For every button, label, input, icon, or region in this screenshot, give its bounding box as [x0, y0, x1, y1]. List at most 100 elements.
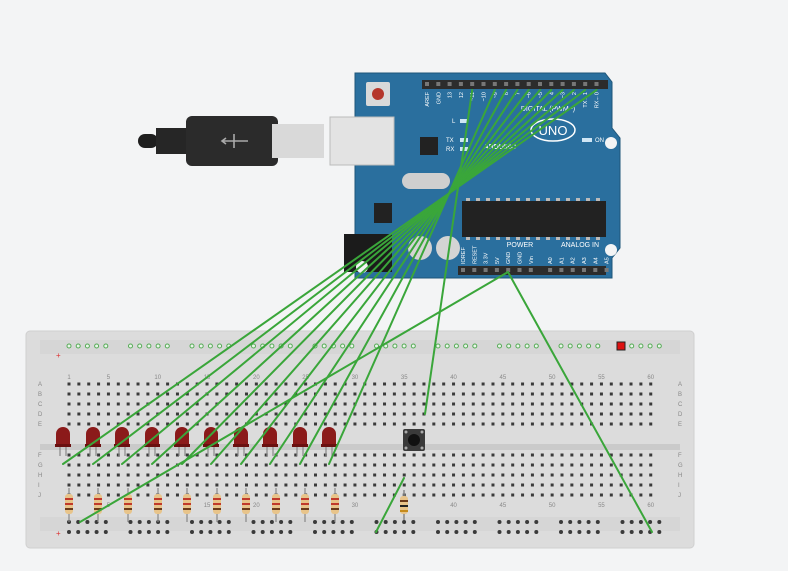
breadboard-hole[interactable]	[225, 453, 229, 457]
breadboard-hole[interactable]	[126, 412, 130, 416]
breadboard-hole[interactable]	[97, 382, 101, 386]
breadboard-hole[interactable]	[540, 463, 544, 467]
resistor[interactable]	[154, 488, 162, 522]
rail-hole[interactable]	[534, 520, 539, 524]
breadboard-hole[interactable]	[639, 412, 643, 416]
breadboard-hole[interactable]	[254, 402, 258, 406]
breadboard-hole[interactable]	[116, 422, 120, 426]
breadboard-hole[interactable]	[333, 392, 337, 396]
breadboard-hole[interactable]	[392, 463, 396, 467]
breadboard-hole[interactable]	[77, 412, 81, 416]
rail-hole[interactable]	[629, 520, 634, 524]
breadboard-hole[interactable]	[77, 382, 81, 386]
rail-hole[interactable]	[156, 530, 161, 534]
rail-hole[interactable]	[392, 530, 397, 534]
breadboard-hole[interactable]	[580, 382, 584, 386]
breadboard-hole[interactable]	[442, 463, 446, 467]
breadboard-hole[interactable]	[373, 483, 377, 487]
breadboard-hole[interactable]	[649, 412, 653, 416]
breadboard-hole[interactable]	[304, 473, 308, 477]
breadboard-hole[interactable]	[412, 402, 416, 406]
breadboard-hole[interactable]	[373, 422, 377, 426]
jumper-wire[interactable]	[92, 89, 587, 465]
breadboard-hole[interactable]	[590, 412, 594, 416]
breadboard-hole[interactable]	[491, 493, 495, 497]
rail-hole[interactable]	[260, 520, 265, 524]
breadboard-hole[interactable]	[274, 483, 278, 487]
breadboard-hole[interactable]	[373, 453, 377, 457]
breadboard-hole[interactable]	[235, 402, 239, 406]
resistor[interactable]	[94, 488, 102, 522]
breadboard-hole[interactable]	[126, 473, 130, 477]
breadboard-hole[interactable]	[353, 463, 357, 467]
rail-hole[interactable]	[207, 343, 213, 349]
breadboard-hole[interactable]	[106, 392, 110, 396]
breadboard-hole[interactable]	[323, 453, 327, 457]
rail-hole[interactable]	[638, 520, 643, 524]
header-pin-hole[interactable]	[594, 82, 599, 86]
breadboard-hole[interactable]	[570, 412, 574, 416]
rail-hole[interactable]	[321, 343, 327, 349]
rail-hole[interactable]	[198, 343, 204, 349]
breadboard-hole[interactable]	[106, 463, 110, 467]
breadboard-hole[interactable]	[540, 422, 544, 426]
breadboard-hole[interactable]	[205, 493, 209, 497]
breadboard-hole[interactable]	[304, 392, 308, 396]
breadboard-hole[interactable]	[166, 463, 170, 467]
breadboard-hole[interactable]	[333, 382, 337, 386]
breadboard-hole[interactable]	[175, 473, 179, 477]
breadboard-hole[interactable]	[136, 493, 140, 497]
rail-hole[interactable]	[568, 520, 573, 524]
breadboard-hole[interactable]	[343, 483, 347, 487]
rail-hole[interactable]	[217, 343, 223, 349]
breadboard-hole[interactable]	[649, 483, 653, 487]
breadboard-hole[interactable]	[156, 402, 160, 406]
breadboard-hole[interactable]	[511, 483, 515, 487]
breadboard-hole[interactable]	[590, 392, 594, 396]
jumper-wire[interactable]	[375, 477, 405, 533]
breadboard-hole[interactable]	[323, 422, 327, 426]
breadboard-hole[interactable]	[235, 382, 239, 386]
top-header[interactable]	[422, 80, 608, 89]
breadboard-hole[interactable]	[560, 483, 564, 487]
breadboard-hole[interactable]	[136, 382, 140, 386]
rail-hole[interactable]	[75, 343, 81, 349]
breadboard-hole[interactable]	[599, 493, 603, 497]
rail-hole[interactable]	[269, 520, 274, 524]
rail-hole[interactable]	[137, 520, 142, 524]
breadboard-hole[interactable]	[363, 392, 367, 396]
breadboard-hole[interactable]	[580, 473, 584, 477]
rail-hole[interactable]	[288, 530, 293, 534]
breadboard-hole[interactable]	[314, 412, 317, 416]
breadboard-hole[interactable]	[590, 402, 594, 406]
breadboard-hole[interactable]	[521, 422, 525, 426]
rail-hole[interactable]	[269, 343, 275, 349]
breadboard-hole[interactable]	[599, 412, 603, 416]
breadboard-hole[interactable]	[343, 392, 347, 396]
breadboard-hole[interactable]	[412, 473, 416, 477]
breadboard-hole[interactable]	[619, 382, 623, 386]
breadboard-hole[interactable]	[146, 422, 150, 426]
breadboard-hole[interactable]	[323, 483, 327, 487]
breadboard-hole[interactable]	[294, 402, 298, 406]
breadboard-hole[interactable]	[156, 392, 160, 396]
rail-hole[interactable]	[165, 530, 170, 534]
jumper-wires[interactable]	[62, 89, 653, 533]
rail-hole[interactable]	[313, 530, 317, 534]
breadboard-hole[interactable]	[353, 453, 357, 457]
breadboard-hole[interactable]	[284, 382, 288, 386]
breadboard-hole[interactable]	[471, 453, 475, 457]
breadboard-hole[interactable]	[442, 382, 446, 386]
rail-hole[interactable]	[515, 343, 521, 349]
breadboard-hole[interactable]	[501, 382, 505, 386]
header-pin-hole[interactable]	[549, 82, 554, 86]
breadboard-hole[interactable]	[97, 402, 101, 406]
breadboard-hole[interactable]	[77, 463, 81, 467]
breadboard-hole[interactable]	[422, 392, 426, 396]
breadboard-hole[interactable]	[501, 402, 505, 406]
breadboard-hole[interactable]	[106, 382, 110, 386]
breadboard-hole[interactable]	[540, 493, 544, 497]
breadboard-hole[interactable]	[550, 483, 554, 487]
pushbutton[interactable]	[403, 429, 425, 451]
rail-hole[interactable]	[189, 343, 195, 349]
